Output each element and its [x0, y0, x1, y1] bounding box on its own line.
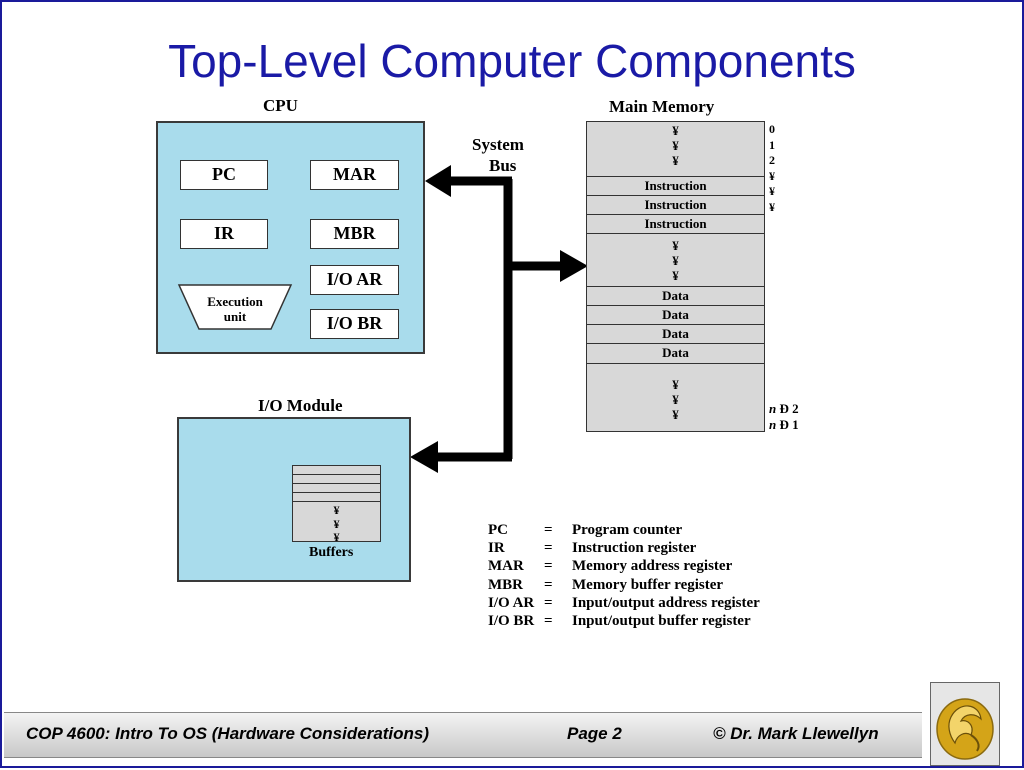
memory-data-cell: Data [587, 324, 764, 344]
ellipsis-icon: ¥ [672, 138, 679, 153]
legend: PC=Program counter IR=Instruction regist… [488, 521, 760, 630]
memory-top-dots: ¥ ¥ ¥ [587, 123, 764, 168]
ellipsis-icon: ¥ [672, 268, 679, 283]
ellipsis-icon: ¥ [769, 199, 775, 214]
ellipsis-icon: ¥ [672, 123, 679, 138]
address-label: 2 [769, 153, 775, 167]
legend-row: IR=Instruction register [488, 540, 697, 557]
bus-arrow-cpu [425, 165, 451, 197]
bus-arrow-memory [560, 250, 588, 282]
execution-unit-shape: Execution unit [177, 284, 293, 330]
main-memory: ¥ ¥ ¥ Instruction Instruction Instructio… [586, 121, 765, 432]
memory-mid-dots: ¥ ¥ ¥ [587, 238, 764, 283]
iobr-register: I/O BR [310, 309, 399, 339]
ir-register: IR [180, 219, 268, 249]
cpu-box: PC MAR IR MBR I/O AR I/O BR Execution un… [156, 121, 425, 354]
address-label: n Ð 2 [769, 401, 799, 416]
bus-label-line2: Bus [489, 156, 517, 175]
ellipsis-icon: ¥ [333, 516, 340, 531]
ellipsis-icon: ¥ [672, 377, 679, 392]
address-label: 1 [769, 137, 775, 152]
io-module-label: I/O Module [258, 396, 343, 415]
memory-instruction-cell: Instruction [587, 176, 764, 196]
legend-row: MBR=Memory buffer register [488, 576, 724, 593]
ellipsis-icon: ¥ [333, 503, 340, 517]
memory-data-cell: Data [587, 343, 764, 364]
cpu-label: CPU [263, 96, 298, 115]
legend-row: I/O BR=Input/output buffer register [488, 613, 751, 630]
legend-row: PC=Program counter [488, 522, 683, 538]
footer-page: Page 2 [567, 724, 622, 743]
memory-data-cell: Data [587, 286, 764, 306]
mar-register: MAR [310, 160, 399, 190]
memory-addresses-top: 0 1 2 ¥ ¥ ¥ [769, 122, 775, 215]
ellipsis-icon: ¥ [672, 238, 679, 253]
ellipsis-icon: ¥ [769, 168, 775, 183]
memory-instruction-cell: Instruction [587, 195, 764, 215]
memory-bottom-dots: ¥ ¥ ¥ [587, 377, 764, 422]
pegasus-logo-icon [936, 698, 994, 760]
pc-register: PC [180, 160, 268, 190]
slide-title: Top-Level Computer Components [168, 35, 856, 87]
bus-arrow-io [410, 441, 438, 473]
execution-unit-label-2: unit [224, 309, 247, 324]
footer-bar [4, 712, 922, 758]
memory-label: Main Memory [609, 97, 715, 116]
university-logo [930, 682, 1000, 766]
ellipsis-icon: ¥ [672, 392, 679, 407]
ellipsis-icon: ¥ [672, 253, 679, 268]
address-label: n Ð 1 [769, 417, 799, 432]
footer-author: © Dr. Mark Llewellyn [713, 724, 879, 743]
slide-footer: COP 4600: Intro To OS (Hardware Consider… [0, 700, 1024, 768]
execution-unit-label-1: Execution [207, 294, 263, 309]
ellipsis-icon: ¥ [769, 184, 775, 198]
ioar-register: I/O AR [310, 265, 399, 295]
memory-instruction-cell: Instruction [587, 214, 764, 234]
bus-label-line1: System [472, 135, 524, 154]
footer-course: COP 4600: Intro To OS (Hardware Consider… [26, 724, 430, 743]
memory-addresses-bottom: n Ð 2 n Ð 1 [769, 401, 799, 433]
legend-row: MAR=Memory address register [488, 558, 733, 575]
buffer-stack-body: ¥ ¥ ¥ [292, 501, 381, 544]
memory-data-cell: Data [587, 305, 764, 325]
ellipsis-icon: ¥ [672, 407, 679, 422]
mbr-register: MBR [310, 219, 399, 249]
ellipsis-icon: ¥ [672, 153, 679, 168]
ellipsis-icon: ¥ [333, 530, 340, 544]
address-label: 0 [769, 122, 775, 136]
legend-row: I/O AR=Input/output address register [488, 594, 760, 611]
buffers-label: Buffers [309, 545, 354, 560]
